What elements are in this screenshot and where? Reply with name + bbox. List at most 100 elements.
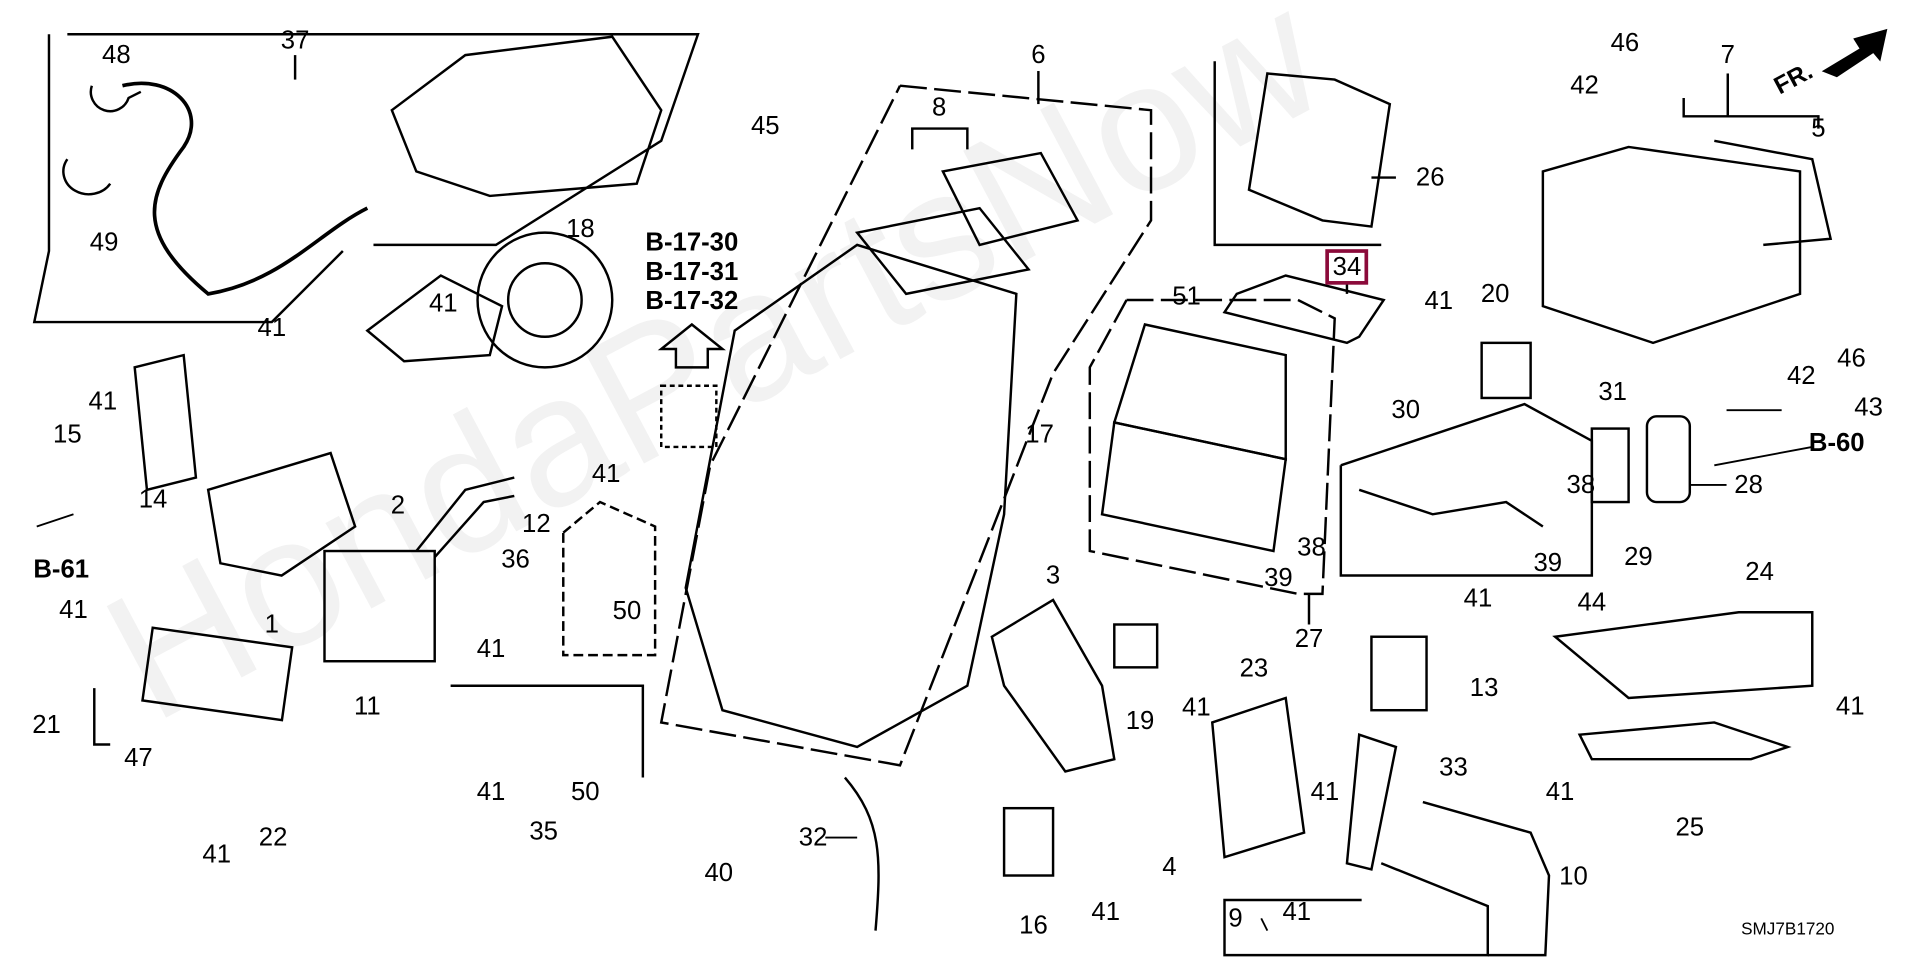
callout[interactable]: 1: [264, 610, 279, 639]
callout[interactable]: 5: [1811, 114, 1826, 143]
expansion-pipe: [1358, 488, 1544, 528]
callout[interactable]: 44: [1577, 588, 1607, 617]
callout[interactable]: 41: [1310, 778, 1340, 807]
blower-motor: [476, 231, 614, 369]
callout[interactable]: 3: [1045, 561, 1061, 590]
callout[interactable]: 18: [566, 214, 595, 244]
callout[interactable]: 36: [501, 545, 530, 574]
reference-up-arrow: [657, 322, 726, 369]
callout[interactable]: 41: [1091, 898, 1121, 927]
callout[interactable]: 32: [798, 823, 828, 852]
callout[interactable]: 23: [1239, 654, 1269, 683]
callout[interactable]: 29: [1624, 543, 1653, 572]
callout[interactable]: 38: [1566, 470, 1596, 499]
callout[interactable]: 46: [1837, 344, 1866, 373]
callout[interactable]: 37: [280, 26, 310, 55]
callout[interactable]: 45: [751, 112, 780, 141]
wire-harness-group-frame: [32, 33, 700, 324]
callout[interactable]: 12: [522, 510, 551, 539]
reference-b-17-30[interactable]: B-17-30: [645, 228, 739, 257]
callout[interactable]: 13: [1469, 674, 1499, 703]
callout[interactable]: 9: [1228, 904, 1243, 933]
duct-2: [365, 274, 504, 363]
reference-b-61[interactable]: B-61: [33, 555, 90, 584]
callout[interactable]: 51: [1172, 282, 1201, 311]
callout[interactable]: 41: [428, 289, 458, 318]
callout[interactable]: 40: [704, 858, 734, 888]
motor-16: [1002, 806, 1055, 877]
callout[interactable]: 26: [1415, 163, 1445, 192]
callout[interactable]: 10: [1559, 862, 1588, 891]
sensor-19: [1113, 623, 1159, 669]
callout[interactable]: 17: [1025, 420, 1054, 449]
callout[interactable]: 38: [1297, 533, 1326, 562]
callout[interactable]: 27: [1294, 625, 1324, 654]
callout[interactable]: 35: [529, 817, 558, 846]
callout[interactable]: 28: [1734, 470, 1763, 499]
wire-harness: [122, 81, 369, 296]
callout[interactable]: 24: [1745, 557, 1774, 586]
reference-b-60[interactable]: B-60: [1808, 429, 1865, 458]
seal-8b: [854, 206, 1031, 296]
callout-highlighted[interactable]: 34: [1325, 249, 1369, 285]
callout[interactable]: 41: [1835, 692, 1865, 721]
callout[interactable]: 41: [1463, 584, 1493, 613]
callout[interactable]: 33: [1439, 753, 1468, 782]
duct-23: [1210, 696, 1306, 859]
ptc-heater: [141, 626, 294, 722]
gasket-5: [1714, 139, 1833, 247]
callout[interactable]: 41: [1545, 778, 1575, 807]
callout[interactable]: 41: [202, 840, 232, 869]
reference-b-17-32[interactable]: B-17-32: [645, 287, 739, 316]
callout[interactable]: 41: [1424, 287, 1454, 316]
callout[interactable]: 25: [1675, 813, 1705, 842]
callout[interactable]: 41: [591, 459, 621, 488]
callout[interactable]: 39: [1533, 549, 1563, 578]
callout[interactable]: 41: [1282, 898, 1312, 927]
callout[interactable]: 19: [1125, 707, 1155, 736]
callout[interactable]: 15: [53, 420, 82, 449]
callout[interactable]: 41: [88, 387, 118, 416]
callout[interactable]: 2: [390, 491, 406, 520]
duct-1: [206, 451, 357, 577]
callout[interactable]: 20: [1480, 279, 1510, 308]
evaporator: [1100, 420, 1288, 553]
bracket-14: [133, 353, 198, 492]
seal-28: [1645, 415, 1692, 504]
callout[interactable]: 6: [1031, 41, 1046, 70]
seal-8a: [941, 151, 1080, 247]
callout[interactable]: 42: [1570, 71, 1599, 100]
callout[interactable]: 22: [258, 823, 288, 852]
unit-20: [1480, 341, 1532, 400]
callout[interactable]: 47: [124, 743, 153, 773]
callout[interactable]: 46: [1610, 28, 1640, 57]
callout[interactable]: 41: [476, 778, 506, 807]
callout[interactable]: 41: [59, 595, 88, 624]
callout[interactable]: 31: [1598, 377, 1627, 406]
callout[interactable]: 50: [571, 778, 600, 807]
callout[interactable]: 39: [1264, 563, 1293, 593]
callout[interactable]: 16: [1019, 911, 1048, 940]
duct-3: [990, 598, 1116, 773]
duct-25: [1577, 721, 1792, 761]
callout[interactable]: 50: [612, 596, 642, 626]
callout[interactable]: 11: [353, 692, 381, 721]
callout[interactable]: 8: [932, 93, 947, 122]
callout[interactable]: 48: [102, 41, 131, 70]
callout[interactable]: 42: [1786, 361, 1816, 391]
callout[interactable]: 41: [1182, 693, 1211, 722]
callout[interactable]: 43: [1854, 393, 1883, 422]
callout[interactable]: 49: [89, 228, 119, 257]
callout[interactable]: 14: [138, 485, 168, 514]
callout[interactable]: 7: [1720, 41, 1735, 70]
callout[interactable]: 21: [32, 710, 61, 739]
grommet: [660, 384, 718, 449]
callout[interactable]: 4: [1162, 852, 1177, 882]
callout[interactable]: 41: [476, 634, 506, 664]
callout[interactable]: 41: [257, 314, 287, 343]
heater-case: [684, 243, 1018, 749]
callout[interactable]: 30: [1391, 396, 1421, 425]
reference-b-17-31[interactable]: B-17-31: [645, 257, 739, 286]
filter-26: [1247, 72, 1392, 228]
